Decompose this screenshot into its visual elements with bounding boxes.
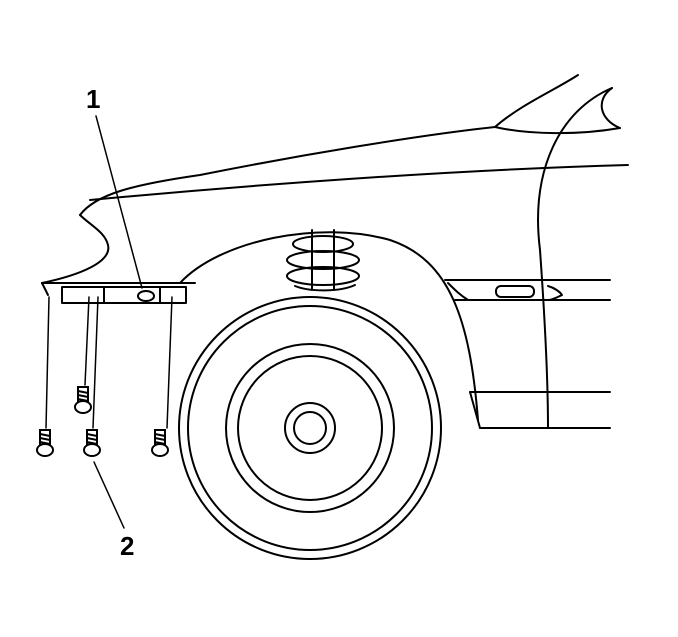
callout-1: 1 xyxy=(86,84,143,289)
screw-2 xyxy=(74,386,92,414)
screw-1 xyxy=(36,429,54,457)
side-marker-lamps xyxy=(447,282,563,301)
fender-bracket xyxy=(61,286,187,304)
callout-2-leader xyxy=(93,461,125,529)
screw-guide-lines xyxy=(45,296,173,429)
callout-2-label: 2 xyxy=(120,531,134,561)
coil-spring xyxy=(286,229,360,292)
retainer-clip xyxy=(137,290,155,302)
screw-4 xyxy=(151,429,169,457)
car-body-outline xyxy=(41,74,629,429)
callout-1-leader xyxy=(95,115,143,289)
wheel xyxy=(178,296,442,560)
wheel-arch xyxy=(41,231,479,421)
callout-2: 2 xyxy=(93,461,134,561)
callout-1-label: 1 xyxy=(86,84,100,114)
screw-3 xyxy=(83,429,101,457)
